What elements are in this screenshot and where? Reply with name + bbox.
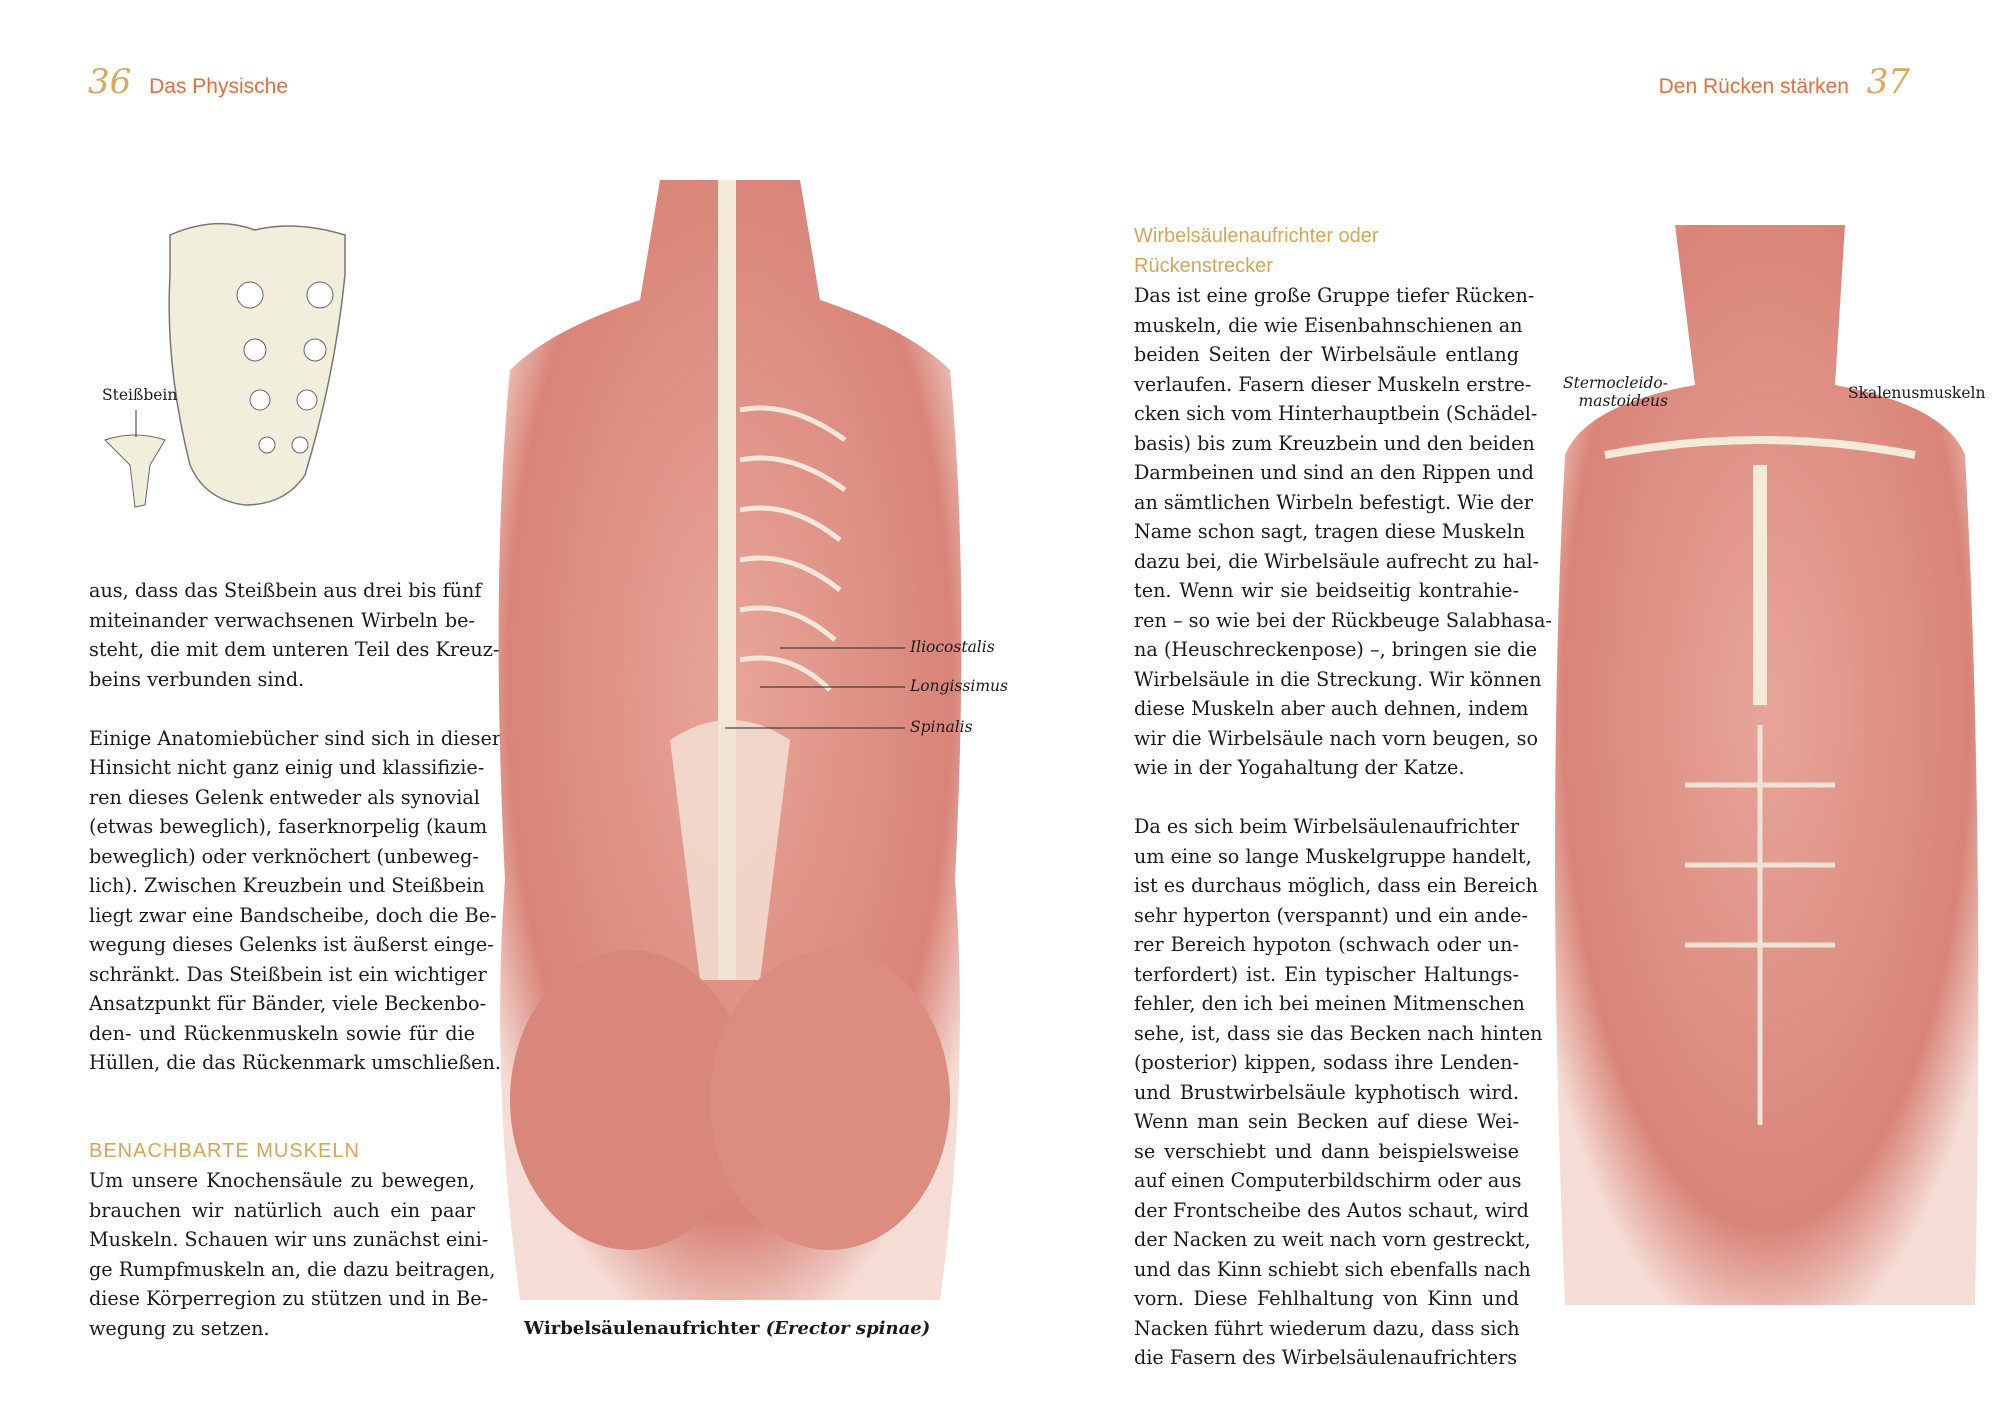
text-line: miteinander verwachsenen Wirbeln be- xyxy=(89,608,475,632)
label-coccyx: Steißbein xyxy=(102,386,178,404)
front-muscles-illustration xyxy=(1555,225,1979,1305)
text-line: lich). Zwischen Kreuzbein und Steißbein xyxy=(89,874,485,897)
text-line: (posterior) kippen, sodass ihre Lenden- xyxy=(1134,1051,1519,1074)
text-line: Name schon sagt, tragen diese Muskeln xyxy=(1134,520,1526,543)
text-line: verlaufen. Fasern dieser Muskeln erstre- xyxy=(1134,372,1532,396)
text-line: Da es sich beim Wirbelsäulenaufrichter xyxy=(1134,815,1519,838)
text-line: ist es durchaus möglich, dass ein Bereic… xyxy=(1134,874,1539,897)
text-line: muskeln, die wie Eisenbahnschienen an xyxy=(1134,313,1523,337)
right-text-column: Wirbelsäulenaufrichter oder Rückenstreck… xyxy=(1134,222,1552,1373)
label-iliocostalis: Iliocostalis xyxy=(910,638,995,656)
text-line: na (Heuschreckenpose) –, bringen sie die xyxy=(1134,638,1538,661)
text-line: steht, die mit dem unteren Teil des Kreu… xyxy=(89,638,500,661)
label-spinalis: Spinalis xyxy=(910,718,973,736)
text-line: ge Rumpfmuskeln an, die dazu beitragen, xyxy=(89,1257,496,1281)
text-line: an sämtlichen Wirbeln befestigt. Wie der xyxy=(1134,490,1533,514)
text-line: wegung zu setzen. xyxy=(89,1316,270,1340)
text-line: brauchen wir natürlich auch ein paar xyxy=(89,1198,475,1222)
text-line: Wenn man sein Becken auf diese Wei- xyxy=(1134,1110,1519,1133)
text-line: der Frontscheibe des Autos schaut, wird xyxy=(1134,1198,1529,1222)
running-title-left: Das Physische xyxy=(149,75,288,98)
label-sternocleido-line2: mastoideus xyxy=(1578,392,1668,410)
text-line: Das ist eine große Gruppe tiefer Rücken- xyxy=(1134,284,1535,307)
label-longissimus: Longissimus xyxy=(910,677,1008,695)
section-heading: BENACHBARTE MUSKELN xyxy=(89,1139,360,1162)
left-header: 36 Das Physische xyxy=(88,62,288,102)
back-muscles-illustration xyxy=(498,180,962,1300)
text-line: auf einen Computerbildschirm oder aus xyxy=(1134,1169,1522,1192)
text-line: Hüllen, die das Rückenmark umschließen. xyxy=(89,1051,501,1074)
running-title-right: Den Rücken stärken xyxy=(1658,75,1849,98)
leader-lines xyxy=(725,647,905,729)
text-line: Ansatzpunkt für Bänder, viele Beckenbo- xyxy=(89,992,487,1015)
text-line: Nacken führt wiederum dazu, dass sich xyxy=(1134,1316,1520,1340)
text-line: fehler, den ich bei meinen Mitmenschen xyxy=(1134,992,1525,1015)
text-line: und das Kinn schiebt sich ebenfalls nach xyxy=(1134,1257,1531,1281)
text-line: se verschiebt und dann beispielsweise xyxy=(1134,1139,1519,1163)
page-number-right: 37 xyxy=(1866,62,1910,102)
text-line: den- und Rückenmuskeln sowie für die xyxy=(89,1021,475,1045)
text-line: Um unsere Knochensäule zu bewegen, xyxy=(89,1169,475,1192)
caption-latin: (Erector spinae) xyxy=(765,1318,931,1339)
text-line: wir die Wirbelsäule nach vorn beugen, so xyxy=(1134,726,1539,750)
text-line: schränkt. Das Steißbein ist ein wichtige… xyxy=(89,962,487,986)
label-sternocleido-line1: Sternocleido- xyxy=(1562,374,1668,392)
text-line: beins verbunden sind. xyxy=(89,667,305,691)
text-line: Hinsicht nicht ganz einig und klassifizi… xyxy=(89,756,485,779)
text-line: Wirbelsäule in die Streckung. Wir können xyxy=(1134,667,1542,691)
label-sternocleidomastoideus: Sternocleido- mastoideus xyxy=(1560,374,1668,410)
text-line: dazu bei, die Wirbelsäule aufrecht zu ha… xyxy=(1134,549,1540,573)
text-line: um eine so lange Muskelgruppe handelt, xyxy=(1134,844,1532,868)
right-header: Den Rücken stärken 37 xyxy=(1659,62,1910,102)
text-line: ren – so wie bei der Rückbeuge Salabhasa… xyxy=(1134,608,1552,632)
text-line: Darmbeinen und sind an den Rippen und xyxy=(1134,461,1534,484)
text-line: die Fasern des Wirbelsäulenaufrichters xyxy=(1134,1346,1518,1369)
text-line: sehe, ist, dass sie das Becken nach hint… xyxy=(1134,1021,1543,1045)
caption-main: Wirbelsäulenaufrichter xyxy=(524,1318,766,1339)
text-line: Muskeln. Schauen wir uns zunächst eini- xyxy=(89,1228,489,1251)
text-line: cken sich vom Hinterhauptbein (Schädel- xyxy=(1134,402,1538,425)
text-line: ten. Wenn wir sie beidseitig kontrahie- xyxy=(1134,579,1519,602)
subheading: Wirbelsäulenaufrichter oder Rückenstreck… xyxy=(1134,225,1379,277)
sacrum-illustration xyxy=(104,222,346,508)
text-line: aus, dass das Steißbein aus drei bis fün… xyxy=(89,579,482,602)
text-line: der Nacken zu weit nach vorn gestreckt, xyxy=(1134,1228,1531,1251)
text-line: sehr hyperton (verspannt) und ein ande- xyxy=(1134,903,1528,927)
text-line: beweglich) oder verknöchert (unbeweg- xyxy=(89,844,479,868)
text-line: rer Bereich hypoton (schwach oder un- xyxy=(1134,933,1519,956)
page-number-left: 36 xyxy=(88,62,132,102)
text-line: diese Muskeln aber auch dehnen, indem xyxy=(1134,697,1529,720)
text-line: (etwas beweglich), faserknorpelig (kaum xyxy=(89,815,488,838)
figure-caption: Wirbelsäulenaufrichter (Erector spinae) xyxy=(524,1318,930,1339)
left-text-column: aus, dass das Steißbein aus drei bis fün… xyxy=(89,576,501,1343)
text-line: basis) bis zum Kreuzbein und den beiden xyxy=(1134,431,1535,455)
text-line: diese Körperregion zu stützen und in Be- xyxy=(89,1287,489,1310)
text-line: wie in der Yogahaltung der Katze. xyxy=(1134,756,1465,779)
text-line: terfordert) ist. Ein typischer Haltungs- xyxy=(1134,962,1519,986)
text-line: ren dieses Gelenk entweder als synovial xyxy=(89,785,480,809)
text-line: beiden Seiten der Wirbelsäule entlang xyxy=(1134,343,1519,366)
text-line: vorn. Diese Fehlhaltung von Kinn und xyxy=(1134,1287,1519,1310)
text-line: liegt zwar eine Bandscheibe, doch die Be… xyxy=(89,903,497,927)
text-line: Einige Anatomiebücher sind sich in diese… xyxy=(89,726,501,750)
text-line: wegung dieses Gelenks ist äußerst einge- xyxy=(89,933,494,956)
label-scalene: Skalenusmuskeln xyxy=(1848,384,1986,402)
text-line: und Brustwirbelsäule kyphotisch wird. xyxy=(1134,1080,1519,1104)
